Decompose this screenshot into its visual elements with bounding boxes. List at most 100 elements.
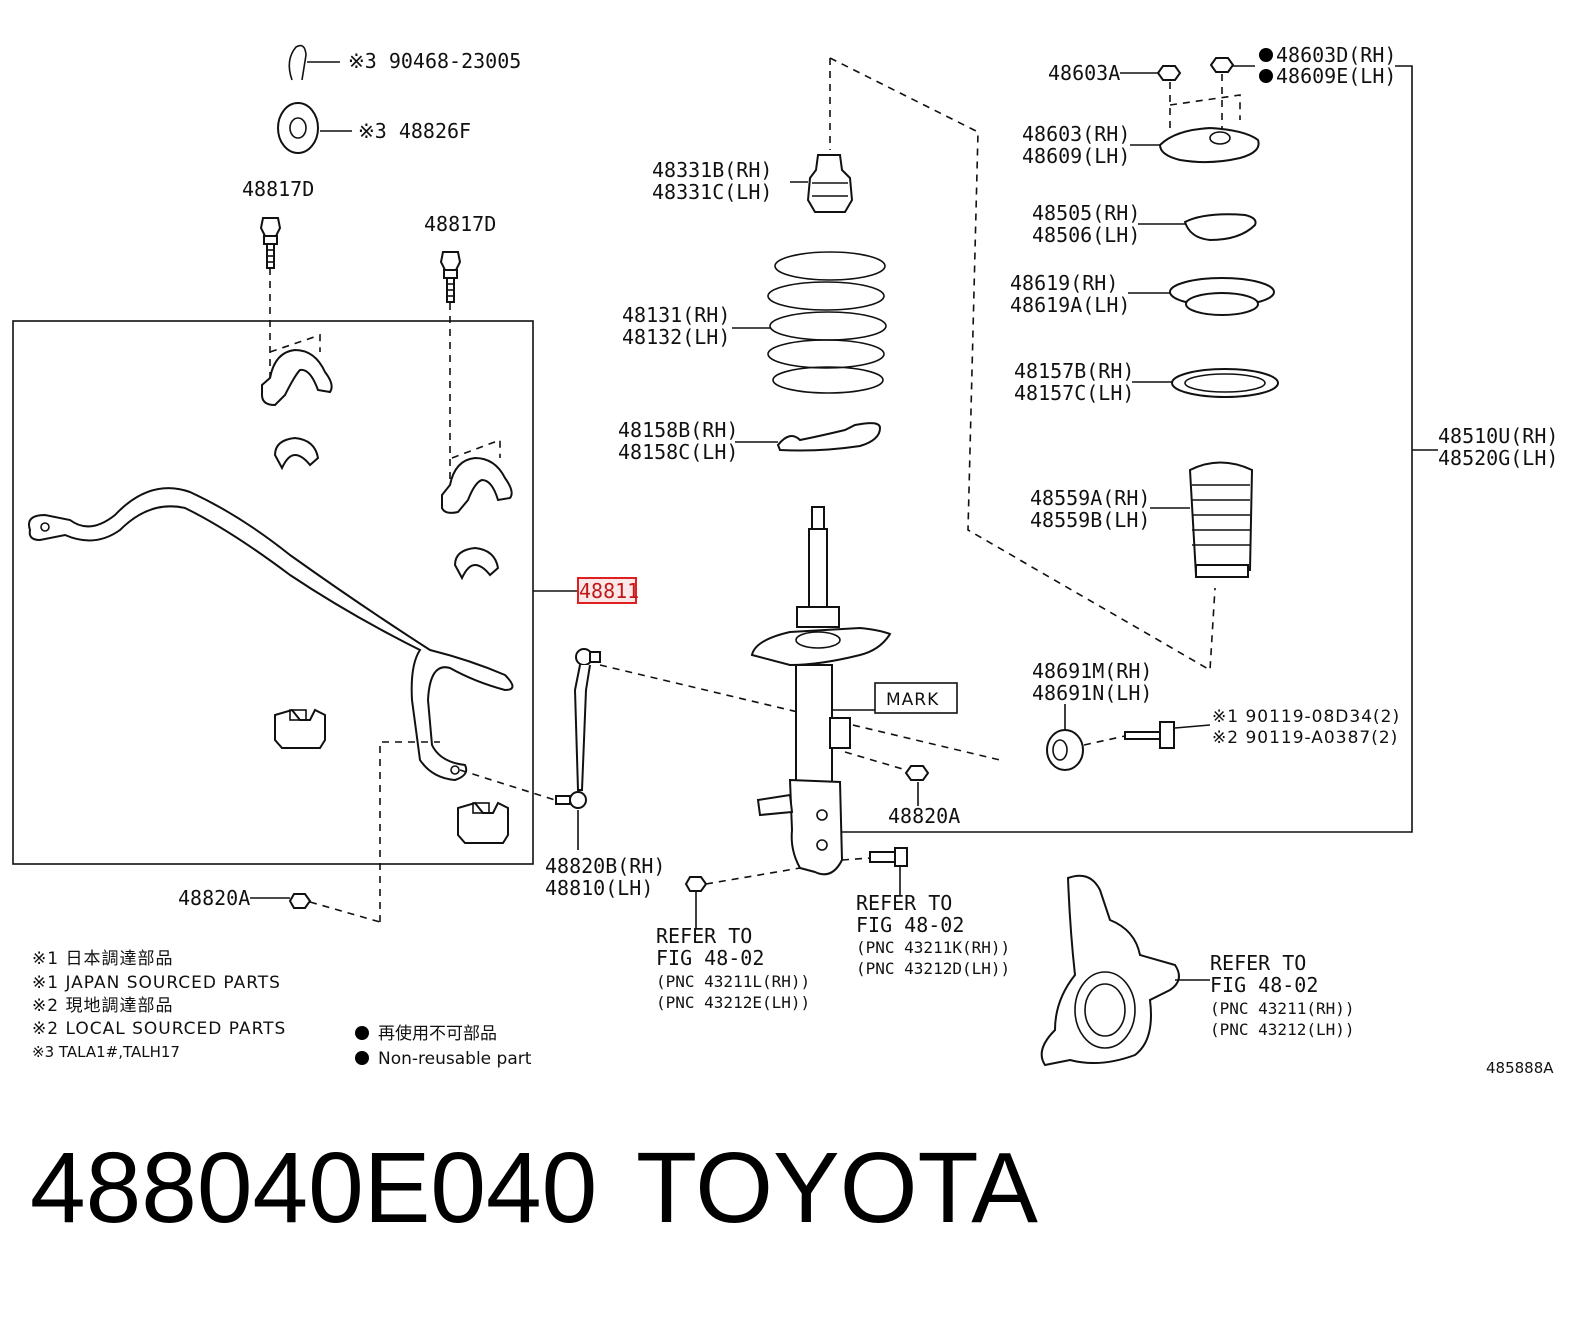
nut-48603a	[1120, 65, 1182, 81]
stabilizer-bushing-lower-left	[274, 708, 326, 749]
label-stabilizer: 48811	[579, 579, 639, 603]
label-bearing-rh: 48157B(RH)	[1014, 359, 1134, 383]
label-bolt1: ※1 90119-08D34(2)	[1212, 707, 1400, 727]
bump-stopper	[790, 154, 854, 213]
label-seat-rh: 48505(RH)	[1032, 201, 1140, 225]
refer2-line2: FIG 48-02	[856, 913, 964, 937]
stabilizer-bushing-upper-right	[453, 546, 500, 581]
note-2: ※1 JAPAN SOURCED PARTS	[32, 973, 281, 993]
bolt-90119	[1124, 721, 1211, 749]
legend-jp: 再使用不可部品	[378, 1023, 497, 1044]
mark-label: MARK	[886, 690, 939, 710]
bolt-48817d-left	[259, 217, 282, 269]
note-5: ※3 TALA1#,TALH17	[32, 1043, 180, 1061]
label-nut-top: 48603A	[1048, 61, 1120, 85]
label-upper-ins-lh: 48619A(LH)	[1010, 293, 1130, 317]
upper-spring-insulator	[1128, 277, 1275, 316]
label-bumper-lh: 48331C(LH)	[652, 180, 772, 204]
refer-block-3: REFER TO FIG 48-02 (PNC 43211(RH)) (PNC …	[1210, 951, 1355, 1039]
shock-absorber	[750, 506, 892, 876]
coil-spring	[732, 251, 887, 394]
nut-48603d	[1209, 57, 1255, 73]
dust-boot	[1150, 461, 1254, 578]
upper-support	[1130, 126, 1260, 164]
refer2-line3: (PNC 43211K(RH))	[856, 938, 1010, 957]
legend-dot-icon	[355, 1051, 369, 1065]
label-nut-link-lower: 48820A	[178, 886, 250, 910]
stabilizer-bushing-upper-left	[273, 436, 320, 471]
refer1-line4: (PNC 43212E(LH))	[656, 993, 810, 1012]
refer2-line4: (PNC 43212D(LH))	[856, 959, 1010, 978]
note-1: ※1 日本調達部品	[32, 949, 173, 969]
non-reusable-dot	[1259, 69, 1273, 83]
stabilizer-group-box	[12, 320, 534, 865]
label-support-lh: 48609(LH)	[1022, 144, 1130, 168]
label-support-rh: 48603(RH)	[1022, 122, 1130, 146]
strut-bolt-lower	[684, 876, 708, 928]
label-spring-lh: 48132(LH)	[622, 325, 730, 349]
legend-en: Non-reusable part	[378, 1049, 532, 1069]
label-bearing-lh: 48157C(LH)	[1014, 381, 1134, 405]
refer3-line3: (PNC 43211(RH))	[1210, 999, 1355, 1018]
legend-block: 再使用不可部品 Non-reusable part	[355, 1023, 532, 1069]
label-cushion-rh: 48691M(RH)	[1032, 659, 1152, 683]
legend-dot-icon	[355, 1026, 369, 1040]
label-insulator-rh: 48158B(RH)	[618, 418, 738, 442]
clip-90468	[288, 44, 340, 81]
note-3: ※2 現地調達部品	[32, 996, 173, 1016]
non-reusable-dot	[1259, 48, 1273, 62]
refer-block-2: REFER TO FIG 48-02 (PNC 43211K(RH)) (PNC…	[856, 891, 1010, 978]
stabilizer-bar	[28, 487, 514, 782]
strut-bolt-upper	[869, 847, 908, 895]
label-bumper-rh: 48331B(RH)	[652, 158, 772, 182]
refer2-line1: REFER TO	[856, 891, 952, 915]
label-cushion-lh: 48691N(LH)	[1032, 681, 1152, 705]
label-bolt2: ※2 90119-A0387(2)	[1212, 728, 1398, 748]
illustration-id: 485888A	[1486, 1059, 1554, 1077]
label-boot-lh: 48559B(LH)	[1030, 508, 1150, 532]
label-boot-rh: 48559A(RH)	[1030, 486, 1150, 510]
label-link-rh: 48820B(RH)	[545, 854, 665, 878]
label-nut-e-lh: 48609E(LH)	[1276, 64, 1396, 88]
lower-spring-insulator	[735, 422, 882, 452]
nut-48820a-strut	[904, 765, 930, 806]
label-link-lh: 48810(LH)	[545, 876, 653, 900]
label-bolt-right: 48817D	[424, 212, 496, 236]
label-spring-rh: 48131(RH)	[622, 303, 730, 327]
mark-callout: MARK	[832, 682, 958, 714]
stabilizer-bracket-left	[261, 333, 333, 407]
refer1-line3: (PNC 43211L(RH))	[656, 972, 810, 991]
label-absorber-lh: 48520G(LH)	[1438, 446, 1558, 470]
refer1-line2: FIG 48-02	[656, 946, 764, 970]
label-absorber-rh: 48510U(RH)	[1438, 424, 1558, 448]
refer-block-1: REFER TO FIG 48-02 (PNC 43211L(RH)) (PNC…	[656, 924, 810, 1012]
refer1-line1: REFER TO	[656, 924, 752, 948]
highlight-box	[577, 577, 637, 604]
stabilizer-bushing-lower-right	[457, 801, 509, 844]
label-clip: ※3 90468-23005	[348, 49, 521, 73]
bearing	[1132, 368, 1279, 398]
label-insulator-lh: 48158C(LH)	[618, 440, 738, 464]
label-seat-lh: 48506(LH)	[1032, 223, 1140, 247]
note-4: ※2 LOCAL SOURCED PARTS	[32, 1019, 286, 1039]
grommet-48826f	[277, 102, 352, 154]
cushion-48691	[1046, 704, 1084, 771]
spring-upper-seat	[1138, 213, 1257, 242]
stabilizer-link	[555, 648, 601, 850]
label-bolt-left: 48817D	[242, 177, 314, 201]
bolt-48817d-right	[439, 251, 462, 303]
footer-part-number: 488040E040	[30, 1132, 597, 1244]
label-upper-ins-rh: 48619(RH)	[1010, 271, 1118, 295]
steering-knuckle	[1040, 874, 1210, 1067]
stabilizer-bracket-right	[441, 438, 513, 514]
refer3-line4: (PNC 43212(LH))	[1210, 1020, 1355, 1039]
notes-block: ※1 日本調達部品 ※1 JAPAN SOURCED PARTS ※2 現地調達…	[32, 949, 286, 1061]
label-nut-strut: 48820A	[888, 804, 960, 828]
footer-brand: TOYOTA	[636, 1132, 1038, 1244]
nut-48820a-left	[250, 893, 312, 909]
label-nut-d-rh: 48603D(RH)	[1276, 43, 1396, 67]
label-grommet: ※3 48826F	[358, 119, 471, 143]
refer3-line1: REFER TO	[1210, 951, 1306, 975]
refer3-line2: FIG 48-02	[1210, 973, 1318, 997]
